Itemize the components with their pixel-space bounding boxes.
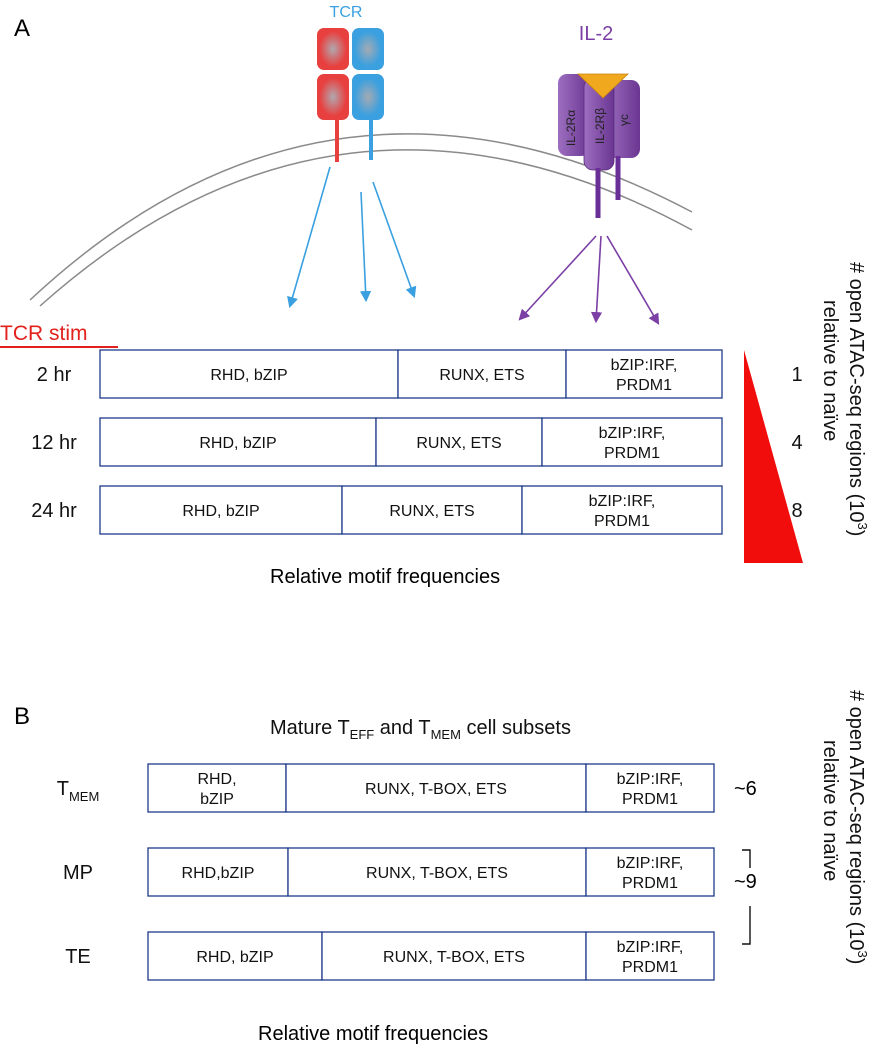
panel-a-count: 8 — [791, 500, 802, 522]
panel-b-row-label: TE — [65, 946, 91, 968]
panel-a-row: 24 hr 8 RHD, bZIP RUNX, ETS bZIP:IRF, PRDM1 — [31, 485, 803, 535]
panel-b-segment-text: RHD, — [197, 771, 236, 788]
panel-b-segment — [147, 847, 289, 897]
gamma-c-label: γc — [617, 114, 631, 126]
panel-b-segment — [585, 931, 715, 981]
panel-b-axis-title-line2: relative to naïve — [819, 740, 841, 881]
tcr-receptor-icon — [317, 28, 384, 162]
panel-b-segment-text: bZIP — [200, 791, 234, 808]
panel-b-segment — [321, 931, 587, 981]
count-tmem: ~6 — [734, 778, 757, 800]
panel-b-segment — [585, 847, 715, 897]
panel-a-segment-text: RHD, bZIP — [199, 435, 276, 452]
panel-b-row: MP RHD,bZIP RUNX, T-BOX, ETS bZIP:IRF, PRDM1 — [63, 847, 715, 897]
cell-membrane-inner — [39, 149, 693, 307]
tcr-stim-label: TCR stim — [0, 322, 88, 345]
panel-a-segment-text: bZIP:IRF, — [589, 493, 656, 510]
panel-b-segment — [285, 763, 587, 813]
panel-a-segment-text: PRDM1 — [594, 513, 650, 530]
panel-a-segment — [375, 417, 543, 467]
panel-a-segment-text: RHD, bZIP — [210, 367, 287, 384]
panel-b-letter: B — [14, 703, 30, 730]
panel-a-segment-text: RHD, bZIP — [182, 503, 259, 520]
panel-a-segment-text: RUNX, ETS — [389, 503, 474, 520]
il2-label: IL-2 — [579, 23, 613, 45]
panel-a-letter: A — [14, 15, 30, 42]
panel-b-segment-text: RUNX, T-BOX, ETS — [365, 781, 507, 798]
panel-a-segment — [565, 349, 723, 399]
panel-a-segment — [541, 417, 723, 467]
panel-b-row: TE RHD, bZIP RUNX, T-BOX, ETS bZIP:IRF, PRDM… — [65, 931, 715, 981]
panel-a-segment — [99, 485, 343, 535]
panel-a-segment-text: bZIP:IRF, — [611, 357, 678, 374]
panel-a-segment — [341, 485, 523, 535]
panel-b-segment-text: PRDM1 — [622, 875, 678, 892]
bracket-bottom — [742, 906, 751, 945]
panel-a-segment-text: RUNX, ETS — [439, 367, 524, 384]
panel-a-segment — [99, 417, 377, 467]
panel-a-row-label: 12 hr — [31, 432, 77, 454]
bracket-top — [742, 849, 751, 868]
panel-b-segment-text: bZIP:IRF, — [617, 855, 684, 872]
tcr-signal-arrows — [287, 166, 417, 309]
panel-b-segment-text: PRDM1 — [622, 959, 678, 976]
il2-signal-arrows — [518, 235, 660, 325]
panel-a-segment-text: PRDM1 — [616, 377, 672, 394]
panel-b-segment — [287, 847, 587, 897]
panel-b-segment-text: RUNX, T-BOX, ETS — [383, 949, 525, 966]
panel-a-segment — [521, 485, 723, 535]
panel-b-segment-text: RUNX, T-BOX, ETS — [366, 865, 508, 882]
panel-b-footer: Relative motif frequencies — [258, 1023, 488, 1045]
panel-a-segment — [99, 349, 399, 399]
panel-a-footer: Relative motif frequencies — [270, 566, 500, 588]
panel-b-title: Mature TEFF and TMEM cell subsets — [270, 717, 571, 742]
panel-a-axis-title-line1: # open ATAC-seq regions (103) — [845, 262, 870, 536]
panel-b-segment-text: RHD,bZIP — [182, 865, 255, 882]
panel-a-count: 1 — [791, 364, 802, 386]
il2r-alpha-label: IL-2Rα — [564, 110, 578, 146]
panel-b-segment — [147, 763, 287, 813]
panel-b-segment — [585, 763, 715, 813]
panel-a-axis-title-line2: relative to naïve — [819, 300, 841, 441]
panel-b-row: TMEM RHD, bZIP RUNX, T-BOX, ETS bZIP:IRF, PRD… — [57, 763, 715, 813]
tcr-label: TCR — [330, 4, 363, 21]
time-course-triangle — [744, 350, 803, 563]
panel-b-row-label: TMEM — [57, 778, 100, 804]
panel-a-row-label: 2 hr — [37, 364, 72, 386]
panel-a-row: 2 hr 1 RHD, bZIP RUNX, ETS bZIP:IRF, PRDM1 — [37, 349, 803, 399]
panel-b-row-label: MP — [63, 862, 93, 884]
panel-a-segment-text: bZIP:IRF, — [599, 425, 666, 442]
panel-b-segment-text: bZIP:IRF, — [617, 939, 684, 956]
panel-b-segment-text: RHD, bZIP — [196, 949, 273, 966]
panel-a-segment-text: RUNX, ETS — [416, 435, 501, 452]
il2-receptor-icon — [558, 73, 640, 218]
panel-a-count: 4 — [791, 432, 802, 454]
panel-a-row: 12 hr 4 RHD, bZIP RUNX, ETS bZIP:IRF, PRDM1 — [31, 417, 803, 467]
panel-b-segment-text: bZIP:IRF, — [617, 771, 684, 788]
panel-b-segment-text: PRDM1 — [622, 791, 678, 808]
panel-b-axis-title-line1: # open ATAC-seq regions (103) — [845, 690, 870, 964]
count-mp-te: ~9 — [734, 871, 757, 893]
panel-a-segment-text: PRDM1 — [604, 445, 660, 462]
panel-a-segment — [397, 349, 567, 399]
panel-a-row-label: 24 hr — [31, 500, 77, 522]
il2r-beta-label: IL-2Rβ — [593, 108, 607, 144]
